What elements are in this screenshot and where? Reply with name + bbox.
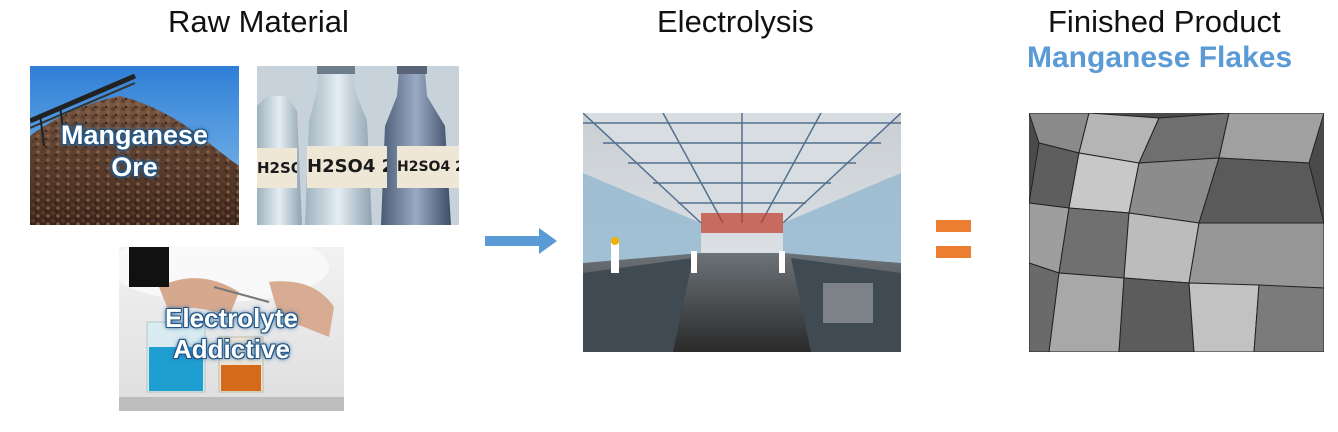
electrolysis-heading: Electrolysis [657,4,814,39]
raw-material-heading: Raw Material [168,4,349,39]
finished-product-heading: Finished Product [1048,4,1281,39]
manganese-ore-label: Manganese Ore [30,119,239,184]
ore-label-line-2: Ore [111,152,158,183]
ore-pile-image [30,66,239,225]
additive-label-line-2: Addictive [172,334,291,365]
bottle-label-1: H2SO4 2N [257,148,297,188]
factory-hall-image [583,113,901,352]
sulfuric-acid-photo: H2SO4 2N H2SO4 2N H2SO4 2N [257,66,459,225]
bottle-label-2: H2SO4 2N [307,146,387,188]
ore-label-line-1: Manganese [60,120,209,150]
equals-icon [936,220,971,258]
additive-label-line-1: Electrolyte [165,303,298,333]
product-name-heading: Manganese Flakes [1027,41,1293,74]
manganese-flakes-photo [1029,113,1324,352]
bottle-label-3: H2SO4 2N [397,146,459,188]
electrolysis-plant-photo [583,113,901,352]
arrow-right-icon [485,228,557,254]
metal-flakes-image [1029,113,1324,352]
electrolyte-additive-photo: Electrolyte Addictive [119,247,344,411]
beakers-image [119,247,344,411]
manganese-ore-photo: Manganese Ore [30,66,239,225]
electrolyte-additive-label: Electrolyte Addictive [119,303,344,365]
